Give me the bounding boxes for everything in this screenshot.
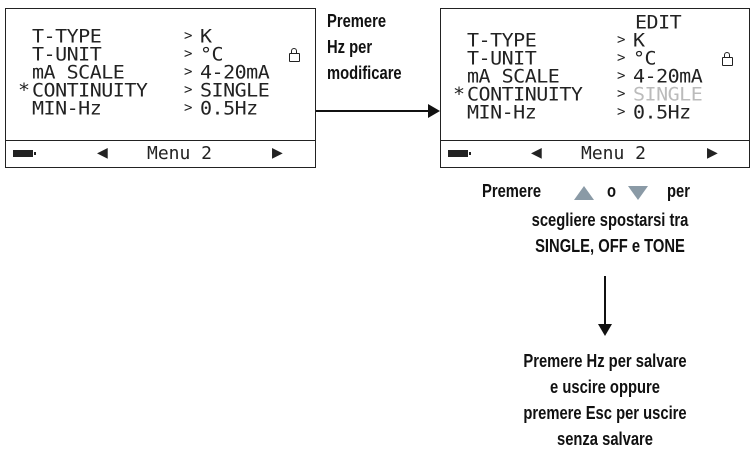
setting-label: MIN-Hz [32,96,102,120]
menu-right-arrow-icon: ▶ [272,144,283,160]
setting-label: T-UNIT [32,42,102,66]
lcd-row-selected: * CONTINUITY > SINGLE [441,82,749,106]
lcd-row: T-TYPE > K [441,28,749,52]
setting-value: 0.5Hz [200,96,258,120]
lcd-row: MIN-Hz > 0.5Hz [6,96,315,120]
lcd-screen-before: T-TYPE > K T-UNIT > °C mA SCALE > 4-20mA… [5,8,316,168]
separator-icon: > [617,50,626,66]
caption-line: Premere Hz per salvare [523,351,687,371]
separator-icon: > [617,32,626,48]
caption-word: Premere [482,181,542,201]
setting-value: K [633,28,645,52]
lcd-row: MIN-Hz > 0.5Hz [441,100,749,124]
selection-marker: * [18,78,30,102]
setting-value: °C [200,42,224,66]
caption-line: modificare [327,63,402,83]
arrow-down-head-icon [598,324,612,336]
down-arrow-icon [628,186,648,200]
battery-icon [13,150,36,157]
setting-value: 0.5Hz [633,100,691,124]
separator-icon: > [184,64,193,80]
separator-icon: > [184,28,193,44]
caption-word: o [607,181,617,201]
separator-icon: > [184,82,193,98]
menu-right-arrow-icon: ▶ [707,144,718,160]
battery-icon [448,150,471,157]
menu-left-arrow-icon: ◀ [531,144,542,160]
separator-icon: > [184,100,193,116]
caption-line: Hz per [327,37,373,57]
setting-value: 4-20mA [633,64,703,88]
setting-label: mA SCALE [467,64,560,88]
lcd-screen-edit: EDIT T-TYPE > K T-UNIT > °C mA SCALE > 4… [440,8,750,168]
step1-caption: Premere Hz per modificare [327,8,402,86]
step3-caption: Premere Hz per salvare e uscire oppure p… [498,348,711,452]
step2-caption: scegliere spostarsi tra SINGLE, OFF e TO… [503,207,716,259]
setting-value: °C [633,46,657,70]
caption-line: e uscire oppure [550,377,660,397]
caption-word: per [667,181,690,201]
lcd-row: T-TYPE > K [6,24,315,48]
lock-icon [722,52,733,66]
caption-line: premere Esc per uscire [523,403,687,423]
setting-value: 4-20mA [200,60,270,84]
setting-label: CONTINUITY [467,82,583,106]
lcd-footer: ◀ Menu 2 ▶ [6,140,315,167]
setting-label: T-TYPE [32,24,102,48]
arrow-right-line [316,110,432,112]
lcd-footer: ◀ Menu 2 ▶ [441,140,749,167]
separator-icon: > [617,104,626,120]
separator-icon: > [617,86,626,102]
edit-mode-label: EDIT [635,10,682,34]
lcd-row: T-UNIT > °C [6,42,315,66]
caption-line: Premere [327,11,387,31]
setting-label: T-TYPE [467,28,537,52]
arrow-right-head-icon [428,104,440,118]
arrow-down-line [604,276,606,326]
caption-line: scegliere spostarsi tra [531,210,689,230]
setting-label: CONTINUITY [32,78,148,102]
up-arrow-icon [574,186,594,200]
step2-first-line: Premere o per [482,178,732,206]
caption-line: senza salvare [556,429,654,449]
lcd-row: T-UNIT > °C [441,46,749,70]
lock-icon [289,48,300,62]
lcd-row: mA SCALE > 4-20mA [441,64,749,88]
lcd-row-selected: * CONTINUITY > SINGLE [6,78,315,102]
setting-label: MIN-Hz [467,100,537,124]
setting-value-editing: SINGLE [633,82,703,106]
setting-label: mA SCALE [32,60,125,84]
menu-label: Menu 2 [147,143,213,164]
setting-label: T-UNIT [467,46,537,70]
separator-icon: > [184,46,193,62]
lcd-row: EDIT [441,10,749,34]
caption-line: SINGLE, OFF e TONE [535,236,685,256]
menu-label: Menu 2 [581,143,647,164]
separator-icon: > [617,68,626,84]
menu-left-arrow-icon: ◀ [97,144,108,160]
setting-value: K [200,24,212,48]
setting-value: SINGLE [200,78,270,102]
selection-marker: * [453,82,465,106]
lcd-row: mA SCALE > 4-20mA [6,60,315,84]
